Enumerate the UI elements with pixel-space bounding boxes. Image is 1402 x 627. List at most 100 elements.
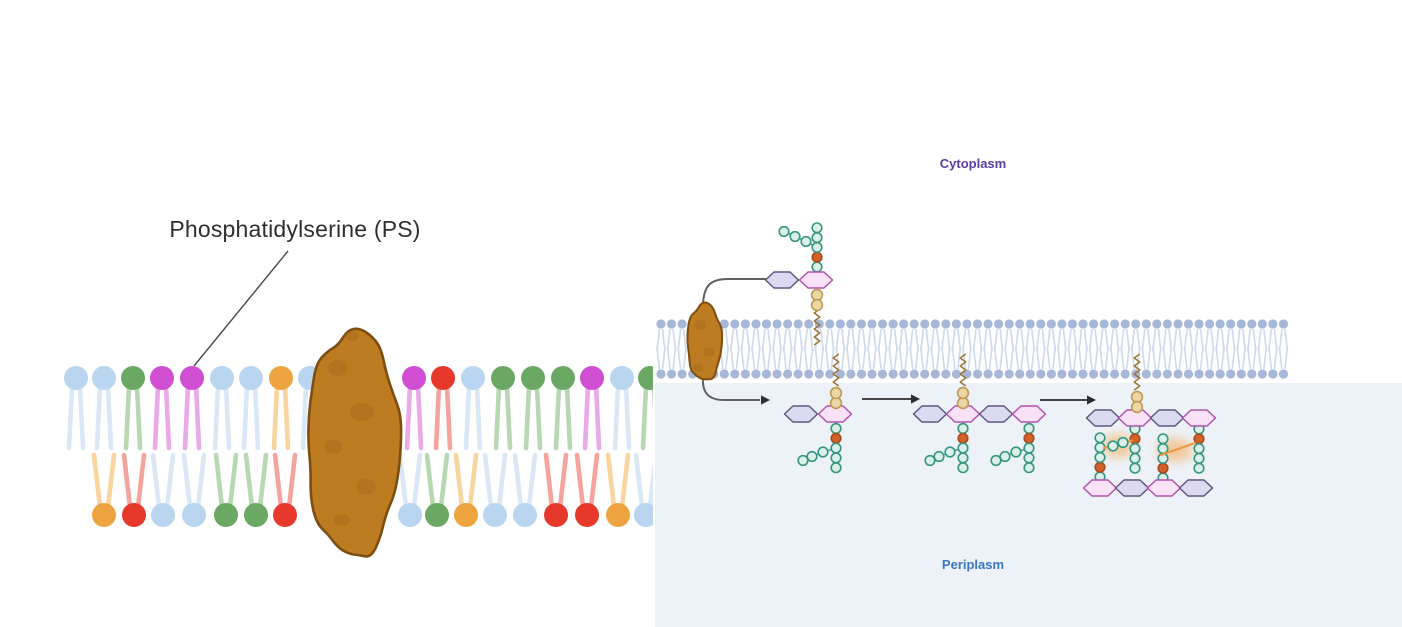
glycan-hexagon-purple: [978, 405, 1014, 423]
membrane-head: [1088, 369, 1099, 379]
membrane-head: [656, 319, 666, 329]
lipid-head-red: [431, 366, 455, 390]
membrane-head: [877, 319, 888, 329]
lipid-head-lightblue: [513, 503, 537, 527]
membrane-head: [1173, 319, 1183, 329]
sugar-bead-teal: [811, 241, 823, 253]
glycan-hexagon-purple: [1149, 409, 1185, 427]
lipid-head-orange: [269, 366, 293, 390]
membrane-head: [1131, 319, 1141, 329]
membrane-head: [740, 369, 751, 379]
lipid-head-lightblue: [634, 503, 653, 527]
membrane-head: [1025, 369, 1035, 379]
membrane-head: [677, 319, 687, 329]
membrane-head: [1088, 319, 1099, 329]
membrane-head: [888, 369, 898, 379]
membrane-head: [930, 369, 940, 379]
membrane-head: [740, 319, 751, 329]
membrane-head: [1036, 369, 1046, 379]
protein-texture: [324, 440, 342, 454]
membrane-head: [772, 319, 782, 329]
membrane-head: [761, 369, 772, 379]
sugar-bead-teal: [1094, 451, 1106, 464]
membrane-head: [930, 319, 940, 329]
sugar-bead-teal: [811, 232, 823, 244]
membrane-head: [951, 319, 962, 329]
sugar-bead-teal: [933, 450, 945, 463]
membrane-head: [1183, 369, 1194, 379]
flippase-protein: [686, 301, 724, 381]
sugar-bead-teal: [990, 454, 1002, 467]
flipped-precursor-periplasm: [783, 353, 853, 474]
membrane-head: [983, 319, 993, 329]
membrane-head: [1120, 319, 1130, 329]
sugar-bead-teal: [1023, 422, 1035, 435]
arrowhead: [911, 394, 920, 404]
membrane-head: [1110, 369, 1120, 379]
sugar-bead-teal: [830, 442, 842, 454]
sugar-bead-tan: [829, 386, 843, 400]
membrane-head: [772, 369, 782, 379]
membrane-head: [751, 369, 761, 379]
lipid-head-lightblue: [151, 503, 175, 527]
lipid-head-orange: [92, 503, 116, 527]
lipid-anchor-zigzag: [959, 353, 967, 387]
lipid-head-magenta: [180, 366, 204, 390]
glycan-hexagon-pink: [1011, 405, 1047, 423]
membrane-head: [972, 369, 983, 379]
lipid-head-lightblue: [461, 366, 485, 390]
membrane-head: [1120, 369, 1130, 379]
membrane-head: [1162, 369, 1172, 379]
sugar-bead-teal: [800, 235, 812, 248]
membrane-head: [825, 369, 835, 379]
membrane-head: [761, 319, 772, 329]
glycan-hexagon-pink: [1181, 409, 1217, 427]
membrane-head: [962, 319, 972, 329]
membrane-head: [1205, 369, 1215, 379]
lipid-head-green: [638, 366, 653, 390]
membrane-head: [1067, 319, 1078, 329]
membrane-head: [1162, 319, 1172, 329]
sugar-bead-orange: [1129, 433, 1141, 445]
membrane-head: [909, 369, 919, 379]
membrane-head: [867, 319, 877, 329]
membrane-head: [1194, 319, 1204, 329]
membrane-head: [1257, 369, 1267, 379]
glycan-hexagon-purple: [912, 405, 948, 423]
membrane-head: [1004, 369, 1014, 379]
sugar-bead-teal: [811, 222, 823, 234]
protein-texture: [693, 364, 703, 372]
sugar-bead-teal: [830, 452, 842, 464]
lipid-head-lightblue: [610, 366, 634, 390]
sugar-bead-teal: [817, 446, 829, 458]
left-lipid-bilayer: [64, 366, 653, 527]
protein-blob: [307, 327, 403, 558]
sugar-bead-teal: [778, 225, 790, 238]
protein-blob: [686, 301, 724, 381]
membrane-head: [666, 369, 677, 379]
glycan-hexagon-pink: [798, 271, 834, 289]
membrane-head: [804, 319, 814, 329]
lipid-head-magenta: [580, 366, 604, 390]
protein-texture: [356, 479, 376, 495]
sugar-bead-tan: [829, 396, 843, 410]
left-membrane-protein: [307, 327, 403, 558]
lipid-head-green: [244, 503, 268, 527]
membrane-head: [751, 319, 761, 329]
sugar-bead-teal: [1117, 436, 1129, 449]
membrane-head: [1236, 319, 1246, 329]
sugar-bead-orange: [830, 432, 842, 444]
membrane-head: [867, 369, 877, 379]
membrane-head: [1057, 319, 1067, 329]
membrane-head: [1278, 319, 1289, 329]
sugar-bead-orange: [811, 251, 823, 263]
sugar-bead-tan: [956, 386, 970, 400]
glycan-hexagon-purple: [764, 271, 800, 289]
sugar-bead-teal: [999, 450, 1011, 463]
lipid-head-red: [273, 503, 297, 527]
lipid-head-green: [425, 503, 449, 527]
membrane-head: [877, 369, 888, 379]
membrane-head: [1257, 319, 1267, 329]
sugar-bead-teal: [806, 450, 818, 463]
membrane-head: [1226, 369, 1236, 379]
